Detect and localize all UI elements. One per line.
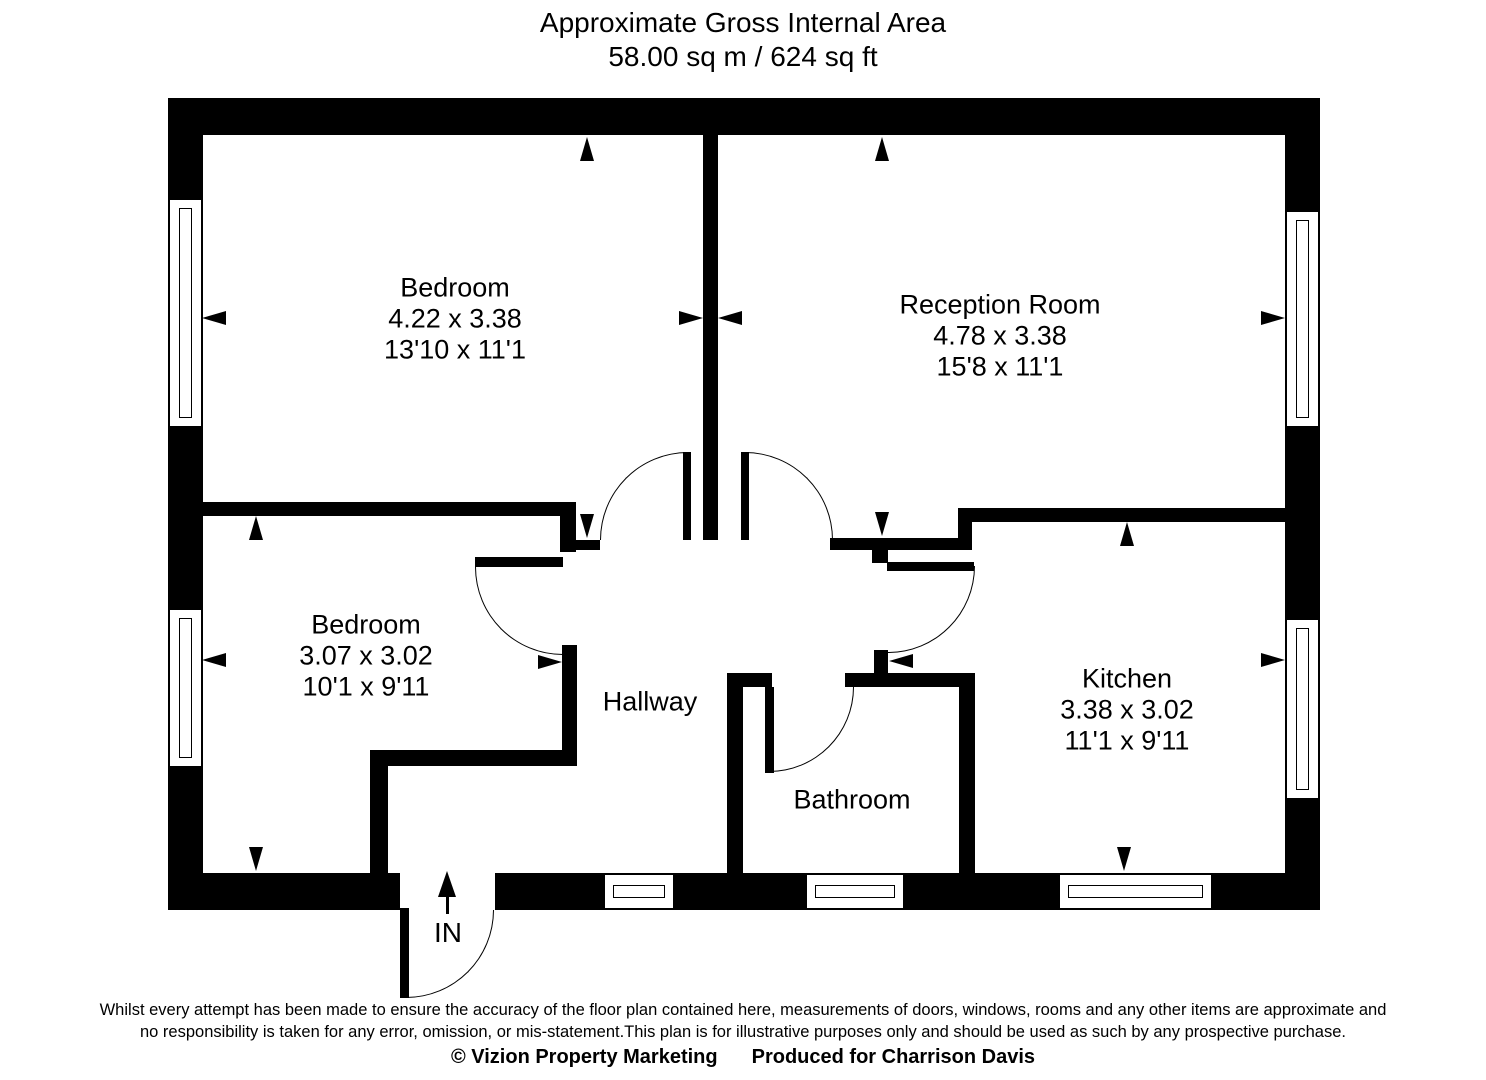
wall [168, 428, 203, 608]
wall [727, 673, 772, 687]
door-leaf [475, 557, 563, 567]
wall [1285, 428, 1320, 618]
door-swing-arc [769, 687, 854, 772]
wall [388, 750, 577, 766]
wall [570, 540, 600, 550]
wall [1285, 98, 1320, 210]
window [1285, 210, 1320, 428]
dimension-arrow [580, 137, 594, 161]
door-leaf [400, 908, 409, 998]
room-dim-metric: 3.07 x 3.02 [299, 640, 433, 671]
dimension-arrow [889, 654, 913, 668]
door-swing-arc [475, 567, 563, 655]
window [168, 608, 203, 768]
dimension-arrow [580, 514, 594, 538]
room-label: Hallway [603, 687, 698, 718]
wall [959, 687, 975, 875]
wall [495, 873, 603, 910]
dimension-arrow [249, 516, 263, 540]
window-pane [179, 618, 192, 758]
dimension-arrow [1117, 847, 1131, 871]
room-name: Bedroom [400, 272, 510, 303]
window-pane [1296, 628, 1309, 790]
dimension-arrow [679, 311, 703, 325]
window [168, 198, 203, 428]
wall [560, 502, 576, 552]
door-swing-arc [406, 910, 494, 998]
wall [168, 98, 1320, 135]
dimension-arrow [1120, 522, 1134, 546]
plan-title: Approximate Gross Internal Area 58.00 sq… [0, 6, 1486, 74]
credit-vizion: © Vizion Property Marketing [450, 1046, 718, 1068]
wall [727, 687, 743, 875]
dimension-arrow [1261, 653, 1285, 667]
door-swing-arc [600, 452, 688, 540]
room-dim-metric: 4.78 x 3.38 [933, 320, 1067, 351]
dimension-arrow [875, 512, 889, 536]
dimension-arrow [1261, 311, 1285, 325]
window-pane [1296, 220, 1309, 418]
disclaimer: Whilst every attempt has been made to en… [0, 999, 1486, 1043]
room-name: Bathroom [793, 784, 911, 815]
wall [872, 550, 888, 563]
window-pane [1068, 884, 1203, 899]
door-swing-arc [888, 566, 975, 653]
disclaimer-line1: Whilst every attempt has been made to en… [99, 1001, 1387, 1019]
window-pane [613, 884, 665, 899]
plan-title-line2: 58.00 sq m / 624 sq ft [608, 41, 878, 72]
room-label: Bathroom [793, 785, 910, 816]
wall [168, 873, 400, 910]
wall [845, 673, 975, 687]
plan-title-line1: Approximate Gross Internal Area [539, 7, 947, 38]
wall [202, 502, 563, 516]
wall [1213, 873, 1320, 910]
room-dim-metric: 4.22 x 3.38 [388, 303, 522, 334]
window-pane [815, 884, 895, 899]
credit-charrison: Produced for Charrison Davis [751, 1046, 1036, 1068]
room-name: Hallway [602, 686, 698, 717]
room-name: Kitchen [1081, 663, 1173, 694]
room-dim-imperial: 10'1 x 9'11 [302, 671, 430, 702]
dimension-arrow [249, 847, 263, 871]
wall [905, 873, 1058, 910]
dimension-arrow [202, 311, 226, 325]
room-dim-metric: 3.38 x 3.02 [1060, 694, 1194, 725]
room-dim-imperial: 15'8 x 11'1 [936, 351, 1064, 382]
window [1285, 618, 1320, 800]
room-name: Bedroom [311, 609, 421, 640]
wall [675, 873, 805, 910]
wall [562, 645, 577, 750]
room-dim-imperial: 11'1 x 9'11 [1064, 725, 1190, 756]
wall [830, 538, 972, 550]
credit-line: © Vizion Property Marketing Produced for… [0, 1046, 1486, 1069]
entrance-arrow-stem [446, 897, 449, 914]
wall [370, 750, 388, 873]
disclaimer-line2: no responsibility is taken for any error… [139, 1023, 1346, 1041]
dimension-arrow [538, 655, 562, 669]
entrance-arrow-head [438, 871, 456, 897]
window [603, 873, 675, 910]
wall [874, 650, 888, 675]
dimension-arrow [202, 653, 226, 667]
window-pane [179, 208, 192, 418]
room-dim-imperial: 13'10 x 11'1 [384, 334, 526, 365]
wall [168, 98, 203, 198]
window [805, 873, 905, 910]
room-name: Reception Room [899, 289, 1101, 320]
wall [703, 135, 718, 540]
window [1058, 873, 1213, 910]
dimension-arrow [718, 311, 742, 325]
door-swing-arc [745, 452, 833, 540]
wall [958, 508, 1285, 522]
dimension-arrow [875, 137, 889, 161]
